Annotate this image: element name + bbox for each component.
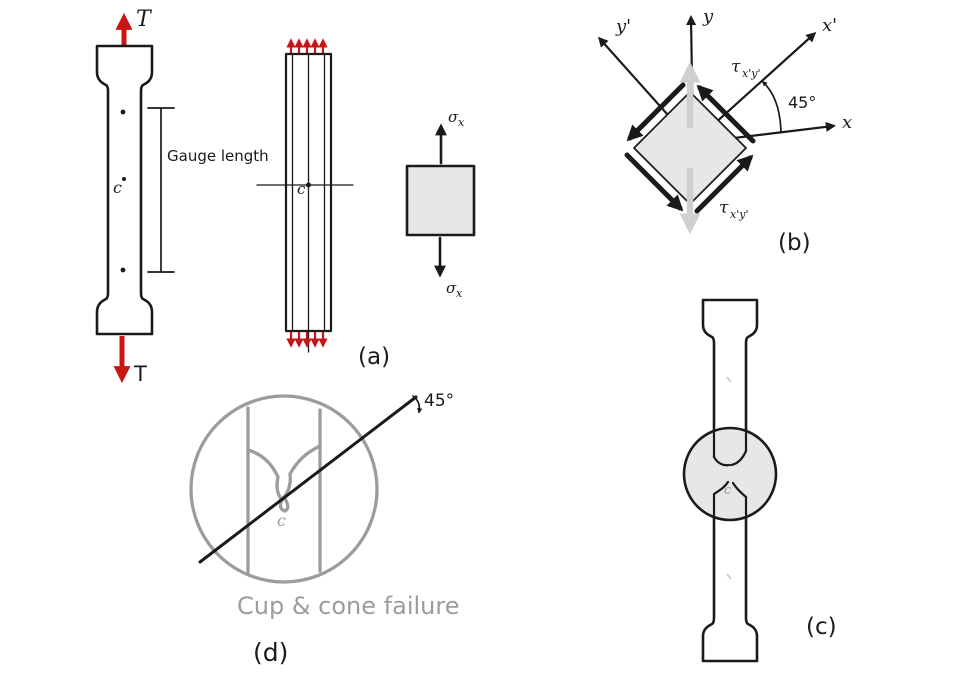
tau-label-top: τ [731,57,741,77]
cup-curve-left [246,448,280,479]
specimen-outline [95,44,154,336]
pencil-mark-upper [726,376,732,383]
panel-d-label: (d) [253,638,288,667]
cup-cone-caption: Cup & cone failure [237,592,459,620]
panel-b-label: (b) [778,230,811,256]
axial-bar: c [256,38,354,353]
tensile-specimen: T T Gauge length c [95,7,269,386]
fracture-curve-left-lower [712,480,730,496]
sigma-sub-bottom: x [456,287,463,300]
centroid-dot [122,177,126,181]
pencil-mark-lower [726,573,732,580]
bar-centroid-label: c [297,180,306,198]
angle-45-label: 45° [788,93,816,112]
distributed-load-bottom [286,332,328,348]
load-label-bottom: T [133,362,147,386]
x-axis-label: x [842,112,852,133]
fracture-centroid-label: c [724,483,732,498]
gauge-length-dimension [147,107,175,273]
sigma-label-bottom: σ [446,279,457,297]
distributed-load-top [286,38,328,53]
tau-label-bottom: τ [719,198,729,218]
angle-arc [761,80,782,133]
angle-45-label-d: 45° [424,391,454,411]
cone-neck-left [275,475,284,502]
cone-tip-curl [278,495,290,513]
shear-arrow-top-left [626,82,686,142]
panel-a-label: (a) [358,344,390,370]
rotated-stress-element: y x x' y' 45° τ x'y' τ x'y' [597,6,852,235]
y-prime-axis-label: y' [615,16,631,37]
fracture-curve-left [712,455,731,467]
cup-cone-circle [189,394,379,584]
centroid-label: c [113,178,122,197]
bar-centroid-dot [306,182,311,188]
tau-sub-top: x'y' [742,67,760,80]
cup-cone-centroid-label: c [277,511,286,530]
shear-arrow-top-right [696,84,756,144]
stress-element: σ x σ x [405,108,476,300]
cup-cone-sketch: c [246,406,322,575]
gauge-length-label: Gauge length [167,147,269,165]
sigma-label-top: σ [448,108,459,126]
fracture-curve-right-lower [731,481,748,499]
angle-arc-d [412,395,423,414]
fracture-zone-circle [682,426,778,522]
y-axis-label: y [702,6,714,27]
cup-curve-right [288,444,322,476]
gauge-point-bottom [120,267,126,273]
fracture-detail: c [712,431,748,517]
stress-element-square [405,164,476,237]
fractured-specimen: c [682,298,778,663]
shear-arrow-bottom-right [694,154,754,214]
tau-sub-bottom: x'y' [730,208,748,221]
shear-plane-line [198,395,418,564]
x-prime-axis-label: x' [822,15,837,36]
shear-arrow-bottom-left [624,152,684,212]
gauge-point-top [120,109,126,115]
load-label-top: T [136,7,153,32]
cup-cone-failure: c 45° [189,391,454,584]
fracture-curve-right [729,449,748,467]
sigma-sub-top: x [458,116,465,129]
panel-c-label: (c) [806,614,837,640]
